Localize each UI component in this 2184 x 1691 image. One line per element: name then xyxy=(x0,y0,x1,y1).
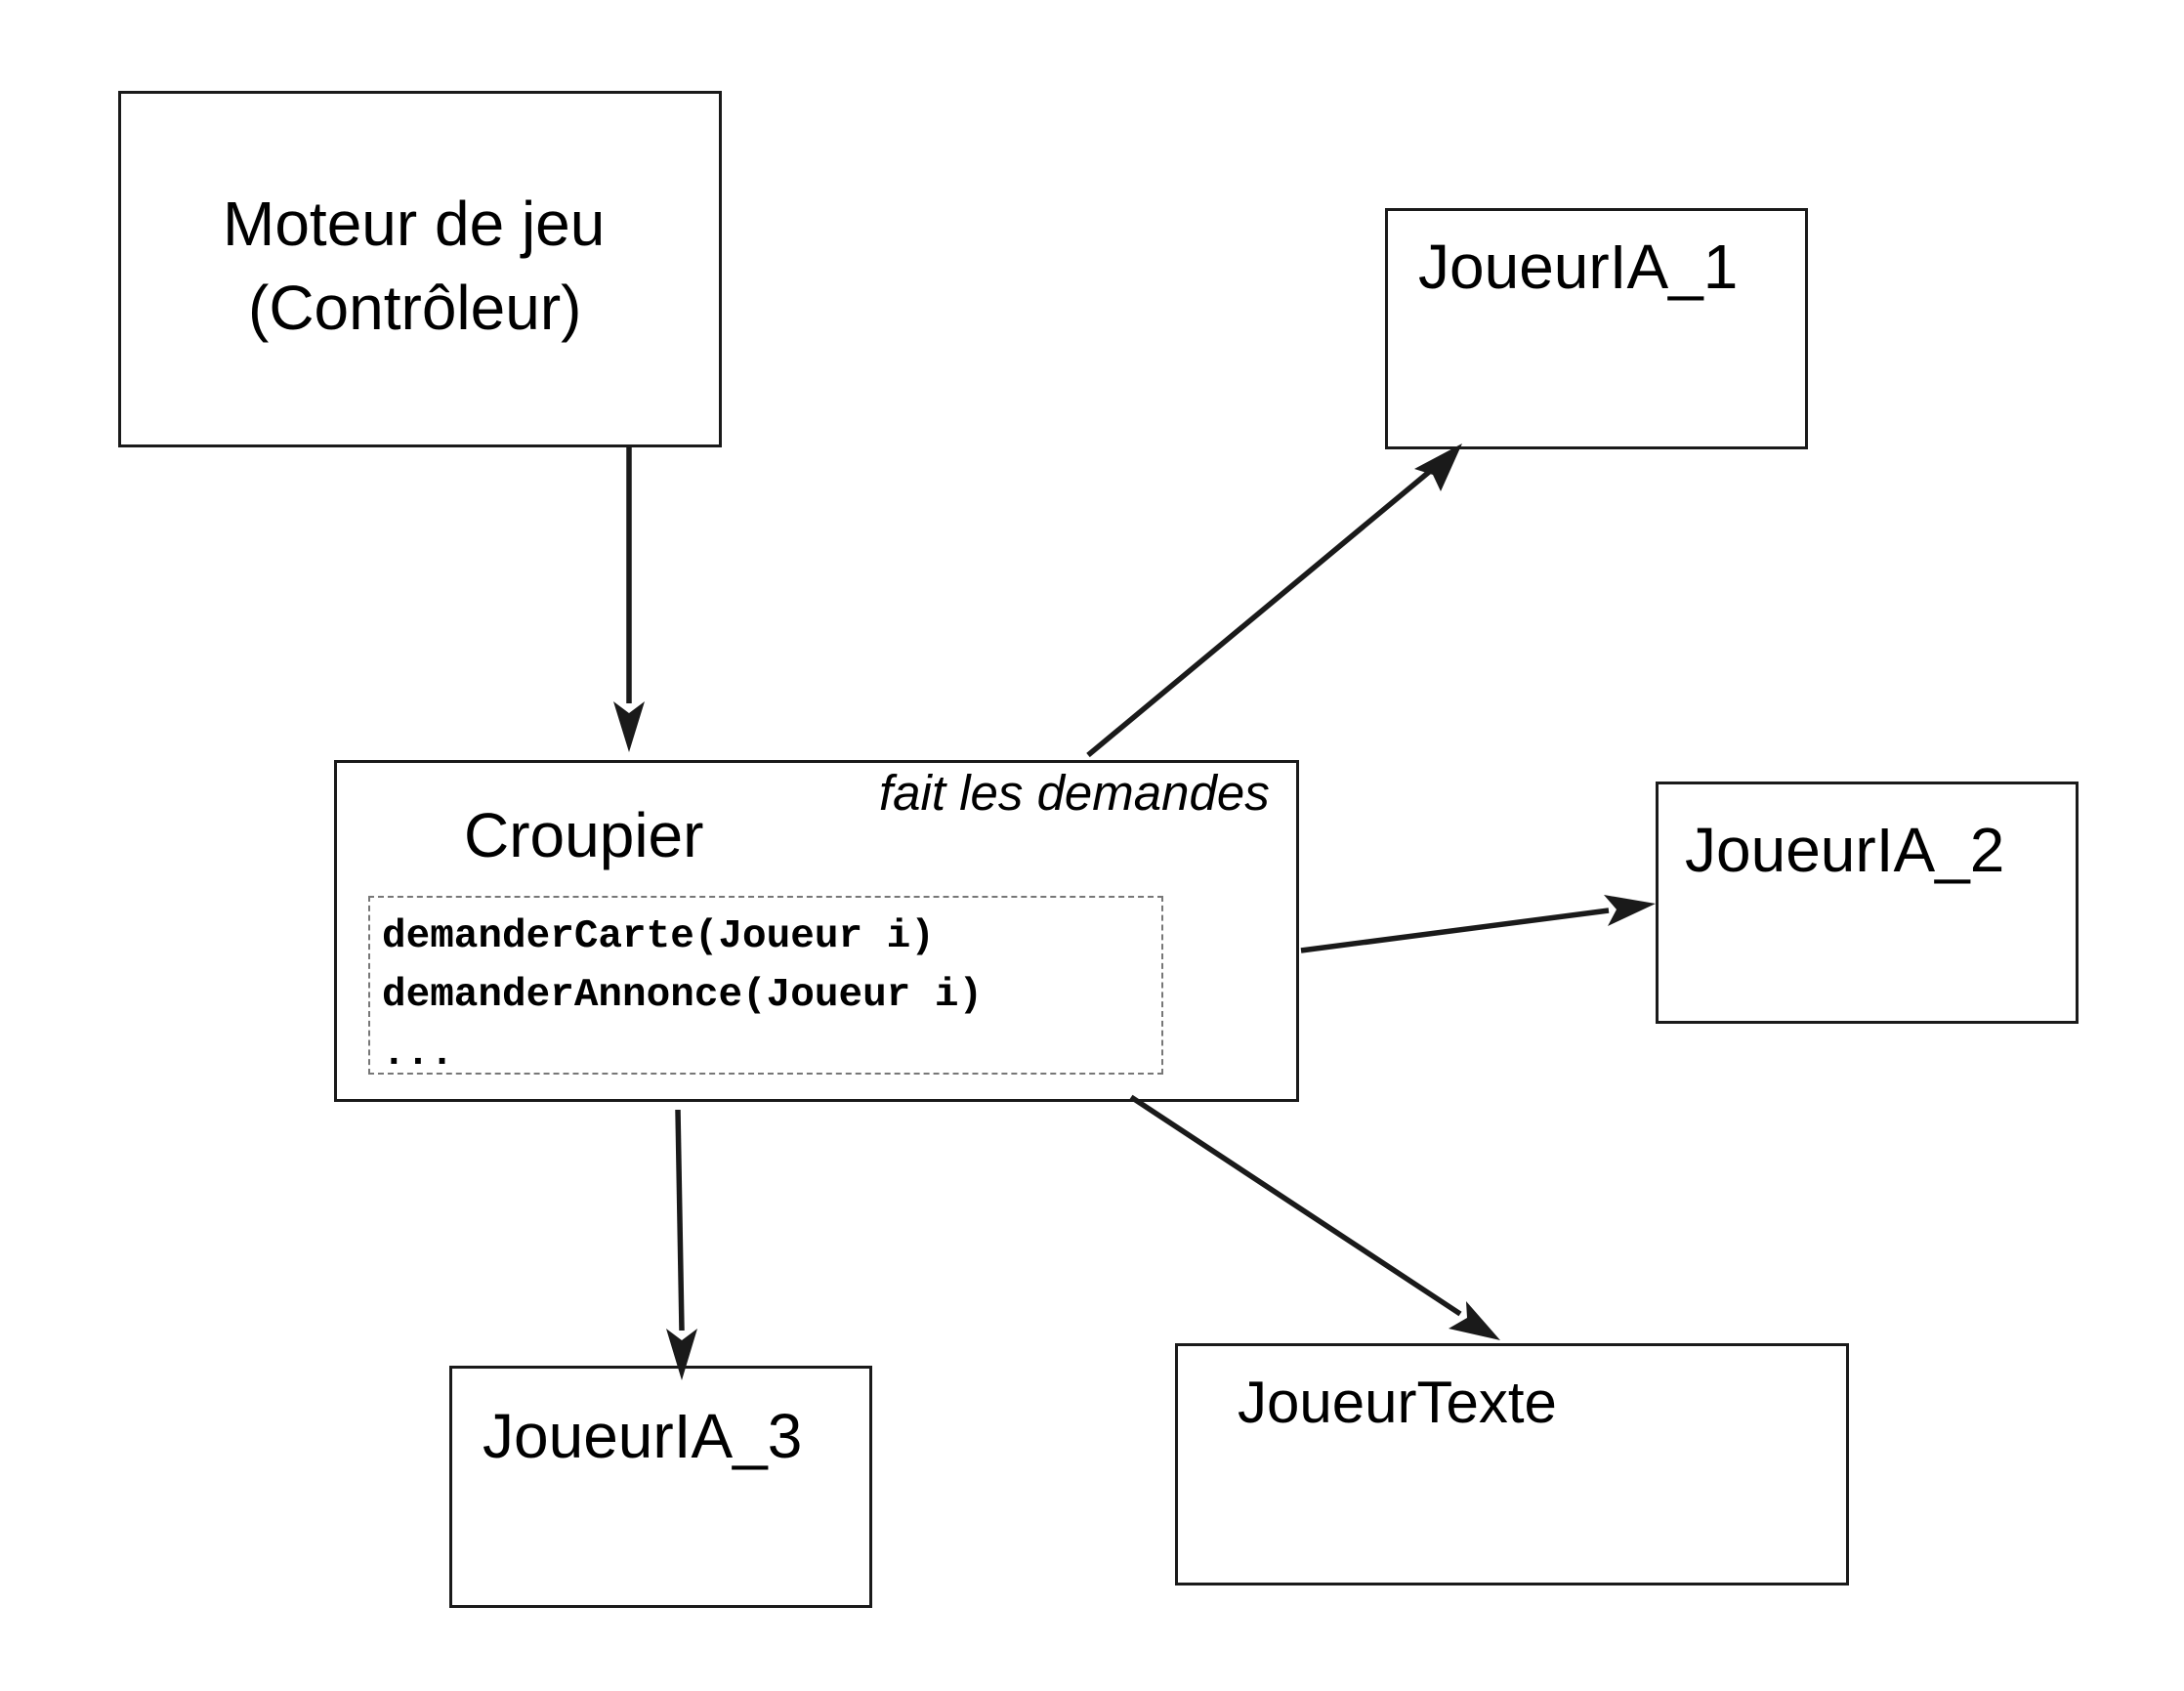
joueur-texte-label: JoueurTexte xyxy=(1238,1370,1557,1435)
joueur-ia-1-label: JoueurIA_1 xyxy=(1418,232,1739,302)
arrow-croupier-to-ia1 xyxy=(1086,465,1436,758)
arrowhead-croupier-to-ia1 xyxy=(1414,444,1462,491)
joueur-ia-2-label: JoueurIA_2 xyxy=(1685,815,2005,885)
arrow-croupier-to-texte xyxy=(1129,1094,1462,1317)
croupier-title: Croupier xyxy=(464,800,704,870)
arrowhead-croupier-to-texte xyxy=(1449,1301,1500,1340)
croupier-methods-box xyxy=(368,896,1163,1075)
joueur-ia-3-box xyxy=(449,1366,872,1608)
joueur-texte-box xyxy=(1175,1343,1849,1585)
method-demander-annonce: demanderAnnonce(Joueur i) xyxy=(382,973,984,1018)
arrow-croupier-to-ia2 xyxy=(1300,908,1610,953)
arrow-croupier-to-ia3 xyxy=(675,1109,685,1332)
arrowhead-moteur-to-croupier xyxy=(613,701,645,752)
arrowhead-croupier-to-ia2 xyxy=(1604,895,1656,926)
joueur-ia-2-box xyxy=(1656,782,2079,1024)
method-ellipsis: ... xyxy=(382,1032,454,1077)
arrowhead-croupier-to-ia3 xyxy=(666,1329,697,1380)
joueur-ia-3-label: JoueurIA_3 xyxy=(483,1401,803,1471)
croupier-note: fait les demandes xyxy=(879,765,1270,821)
croupier-box xyxy=(334,760,1299,1102)
moteur-label-line2: (Contrôleur) xyxy=(248,273,582,343)
moteur-box xyxy=(118,91,722,447)
joueur-ia-1-box xyxy=(1385,208,1808,449)
method-demander-carte: demanderCarte(Joueur i) xyxy=(382,914,935,959)
moteur-label-line1: Moteur de jeu xyxy=(223,189,606,259)
